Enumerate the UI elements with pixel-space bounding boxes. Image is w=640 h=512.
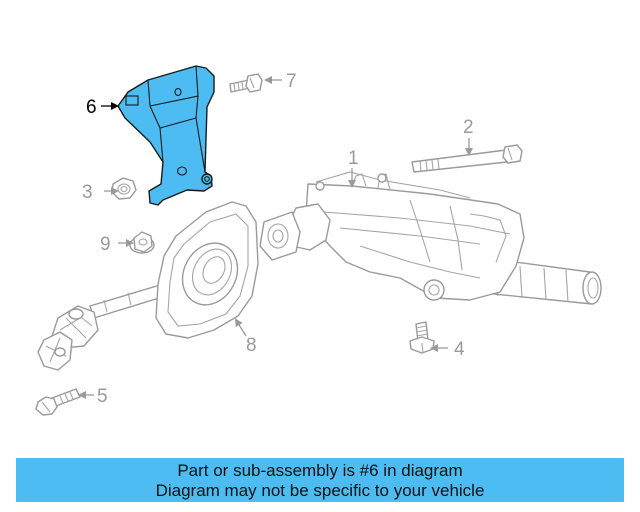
callout-1: 1: [348, 148, 359, 169]
callout-lines: [78, 76, 473, 399]
callout-3: 3: [82, 182, 93, 203]
callout-7: 7: [286, 71, 297, 92]
bolt-part-7[interactable]: [229, 73, 263, 93]
callout-9: 9: [100, 234, 111, 255]
bolt-part-5[interactable]: [35, 388, 81, 416]
steering-column-part-1[interactable]: [259, 171, 602, 305]
callout-4: 4: [454, 339, 465, 360]
bracket-part-6[interactable]: [117, 65, 215, 206]
banner-line-2: Diagram may not be specific to your vehi…: [155, 481, 485, 500]
callout-8: 8: [246, 335, 257, 356]
callout-5: 5: [97, 386, 108, 407]
intermediate-shaft[interactable]: [37, 281, 173, 371]
nut-part-9[interactable]: [129, 231, 155, 254]
info-banner: Part or sub-assembly is #6 in diagram Di…: [16, 458, 624, 502]
nut-part-3[interactable]: [111, 177, 137, 200]
banner-line-1: Part or sub-assembly is #6 in diagram: [177, 461, 463, 480]
boot-part-8[interactable]: [155, 201, 259, 339]
callout-2: 2: [463, 117, 474, 138]
callout-6: 6: [86, 97, 97, 118]
bolt-part-2[interactable]: [411, 144, 523, 173]
bolt-part-4[interactable]: [409, 321, 435, 354]
